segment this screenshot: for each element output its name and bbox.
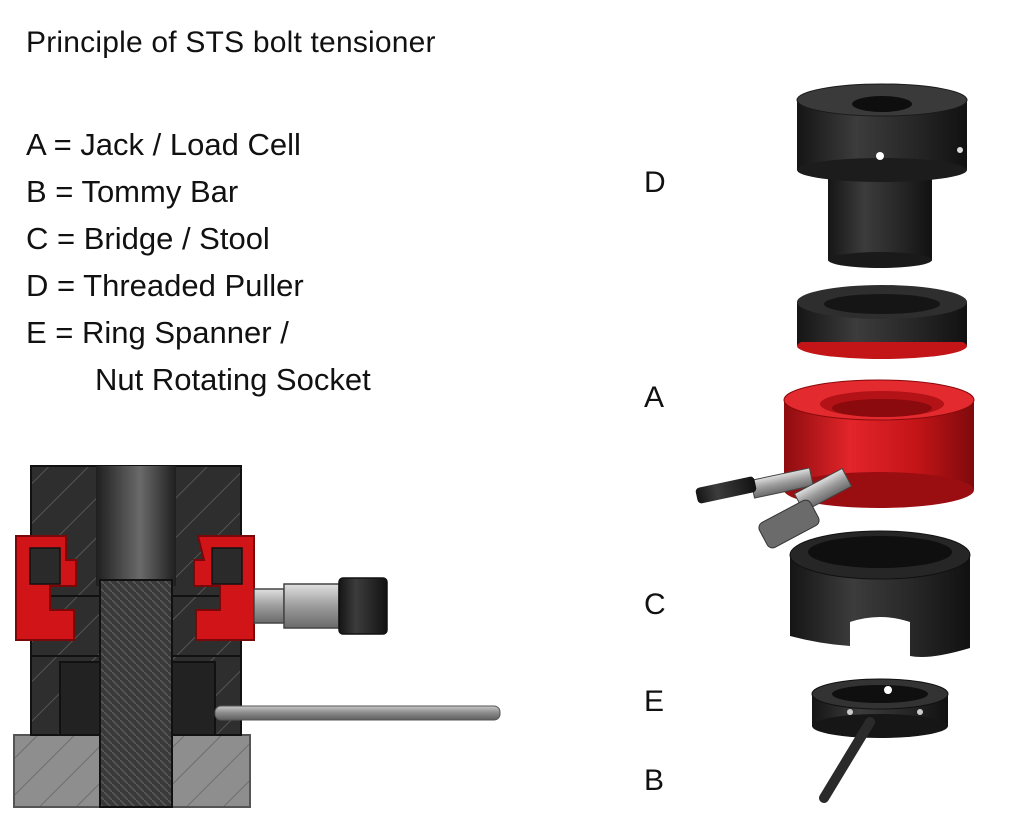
- diagram-title: Principle of STS bolt tensioner: [26, 26, 436, 59]
- threaded-puller-part: [796, 83, 968, 268]
- legend-item-e-continued: Nut Rotating Socket: [95, 362, 371, 397]
- legend-item-e: E = Ring Spanner /: [26, 315, 289, 350]
- bridge-stool-part: [789, 530, 971, 657]
- label-b: B: [644, 764, 665, 797]
- legend-item-b: B = Tommy Bar: [26, 174, 239, 209]
- label-d: D: [644, 166, 666, 199]
- label-e: E: [644, 685, 665, 718]
- ring-spanner-part: [811, 678, 949, 738]
- piston-ring-part: [797, 285, 967, 359]
- legend-list: A = Jack / Load Cell B = Tommy Bar C = B…: [26, 121, 371, 403]
- jack-cylinder-part: [695, 379, 975, 549]
- label-c: C: [644, 588, 666, 621]
- legend-item-c: C = Bridge / Stool: [26, 221, 270, 256]
- tommy-bar-part: [819, 717, 875, 803]
- label-a: A: [644, 381, 665, 414]
- legend-item-d: D = Threaded Puller: [26, 268, 304, 303]
- legend-item-a: A = Jack / Load Cell: [26, 127, 301, 162]
